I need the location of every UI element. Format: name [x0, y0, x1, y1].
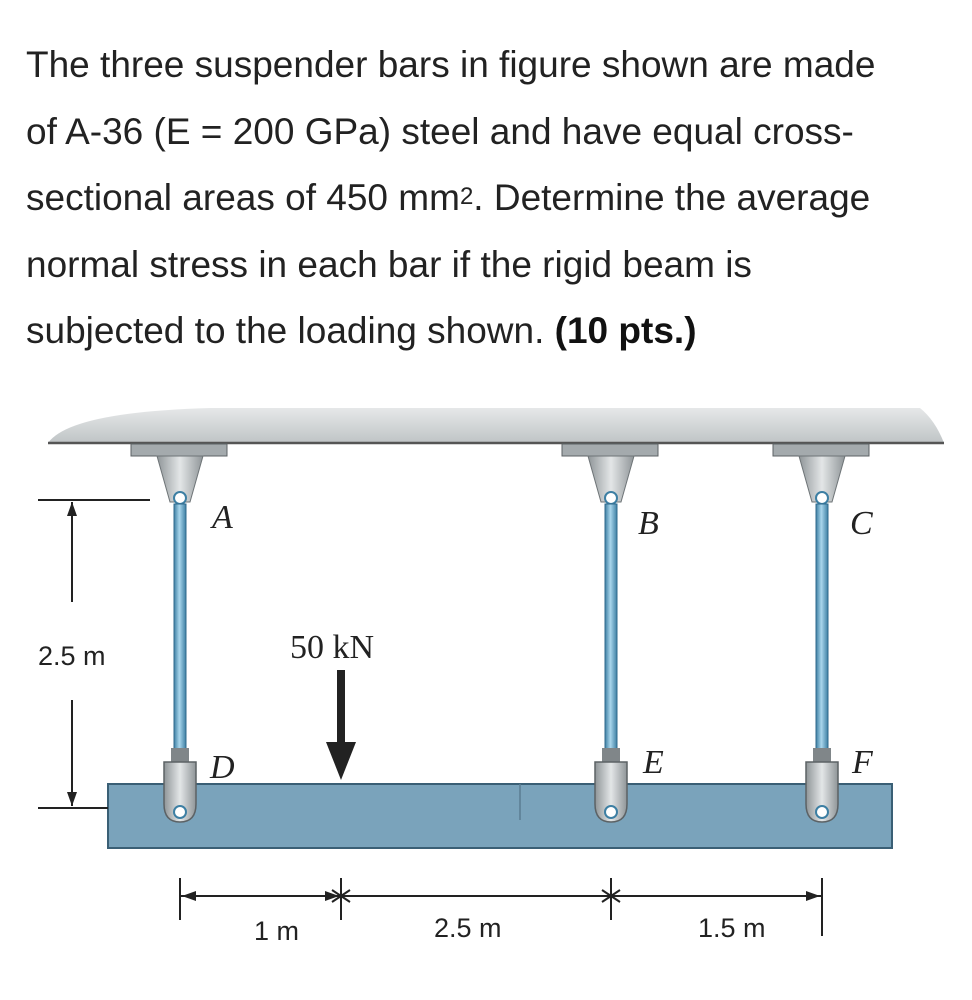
lower-clevis-d [163, 748, 197, 823]
superscript-2: 2 [459, 183, 474, 210]
problem-line-4: normal stress in each bar if the rigid b… [26, 243, 752, 285]
ceiling-bracket-a [130, 443, 228, 505]
label-f: F [851, 744, 874, 781]
bar-length-label: 2.5 m [38, 641, 106, 671]
lower-clevis-e [594, 748, 628, 823]
problem-line-5: subjected to the loading shown. (10 pts.… [26, 298, 956, 365]
points-label: (10 pts.) [554, 310, 697, 351]
problem-line-3b: . Determine the average [473, 177, 871, 218]
ceiling-bracket-c [772, 443, 870, 505]
lower-clevis-f [805, 748, 839, 823]
problem-line-1: The three suspender bars in figure shown… [26, 44, 876, 85]
load-arrow [326, 670, 356, 780]
suspender-bar-figure: A B C D E F 50 kN 2.5 m 1 m 2.5 m 1.5 m [38, 408, 944, 946]
label-d: D [209, 749, 235, 786]
ceiling-bracket-b [561, 443, 659, 505]
bar-cf [815, 503, 829, 755]
problem-line-5-text: subjected to the loading shown. [26, 310, 555, 351]
dimension-label-3: 1.5 m [698, 913, 766, 943]
rigid-beam [107, 783, 893, 849]
problem-line-2: of A-36 (E = 200 GPa) steel and have equ… [26, 110, 854, 152]
load-label: 50 kN [290, 629, 374, 666]
label-a: A [210, 499, 233, 536]
dimension-label-2: 2.5 m [434, 913, 502, 943]
problem-statement: The three suspender bars in figure shown… [26, 32, 956, 365]
bar-length-dimension [38, 499, 150, 809]
ceiling [48, 408, 944, 445]
problem-line-3a: sectional areas of 450 mm [26, 177, 460, 218]
label-e: E [642, 744, 664, 781]
label-b: B [638, 505, 659, 542]
bar-be [604, 503, 618, 755]
label-c: C [850, 505, 873, 542]
dimension-label-1: 1 m [254, 916, 299, 946]
bar-ad [173, 503, 187, 755]
problem-line-3: sectional areas of 450 mm2. Determine th… [26, 165, 956, 232]
span-dimension-line [179, 878, 823, 936]
